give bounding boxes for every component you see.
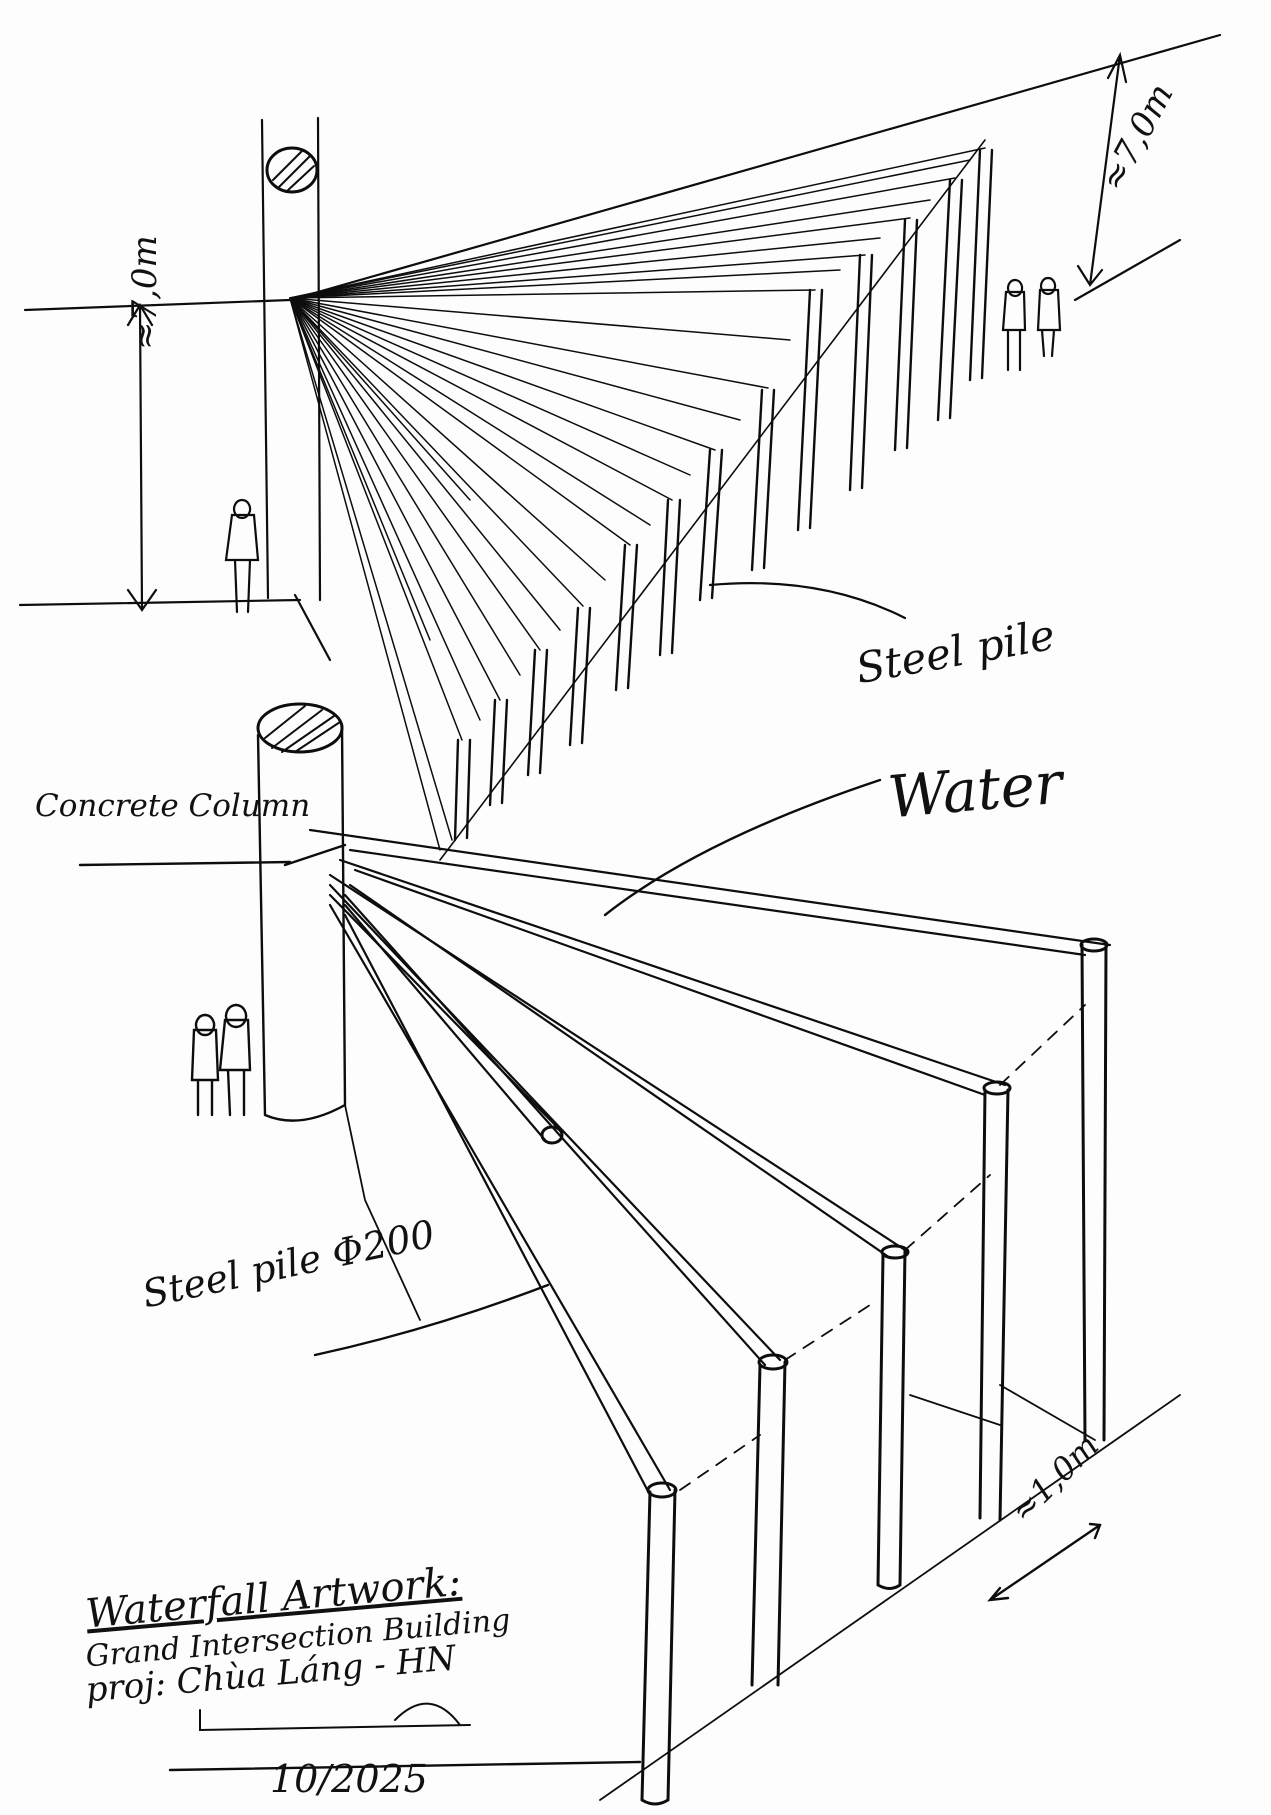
upper-pile [453,738,472,842]
lower-pile-cap [982,1080,1012,1096]
upper-pile [614,543,639,692]
title-block: Waterfall Artwork: Grand Intersection Bu… [84,1559,512,1710]
upper-steel-pile-leader [708,582,907,620]
upper-pile [936,178,964,422]
upper-left-dimension-arrow [126,302,158,612]
upper-reference-line [18,33,1222,662]
dimension-label-left-height: ≈7,0m [125,235,165,350]
steel-pile-diameter-leader [313,1283,550,1357]
person-figure [218,1003,252,1117]
upper-column-hatched-top [265,146,319,194]
upper-pile [568,606,592,747]
water-leader [603,778,882,917]
water-label: Water [885,748,1066,832]
signature-mark [199,1702,471,1732]
upper-pile [488,698,509,807]
drawing-date: 10/2025 [270,1757,428,1801]
upper-pile [848,253,874,492]
lower-pile-cap [1079,937,1109,953]
upper-pile [750,388,776,572]
lower-pile-cap [757,1353,789,1371]
upper-pile [698,448,724,602]
bottom-dimension-arrow [987,1522,1102,1602]
lower-pile [750,1360,787,1687]
upper-column-hatch [272,149,315,193]
concrete-column-leader [78,843,347,867]
person-figure [224,498,260,614]
person-figure [1001,278,1027,372]
lower-pile [640,1488,677,1806]
upper-pile [893,218,919,452]
upper-perspective-view [18,33,1222,861]
upper-pile [526,648,549,777]
concrete-column-label: Concrete Column [35,788,311,824]
upper-water-strands [289,147,986,851]
lower-pile-cap [646,1481,678,1499]
lower-pile [1080,943,1108,1442]
upper-right-dimension-arrow [1073,51,1182,302]
lower-column-hatch [264,705,341,753]
lower-pile [978,1088,1010,1522]
lower-steel-piles [540,937,1109,1806]
lower-pile-cap [880,1244,910,1260]
upper-pile [968,148,994,382]
upper-pile [658,498,682,657]
date-underline [168,1760,642,1772]
lower-perspective-view [78,702,1181,1806]
lower-pile [876,1248,907,1590]
upper-pile [439,139,986,861]
upper-steel-piles [439,139,994,861]
upper-pile [796,288,824,532]
upper-concrete-column [260,116,322,602]
person-figure [1036,276,1062,358]
lower-pile-band [540,1125,564,1145]
lower-ground-line [344,1104,1181,1801]
lower-concrete-column [256,723,347,1122]
lower-column-hatched-top [256,702,344,754]
lower-water-strands [308,828,1112,1497]
lower-dashed-line [679,1004,1086,1491]
person-figure [190,1013,220,1117]
